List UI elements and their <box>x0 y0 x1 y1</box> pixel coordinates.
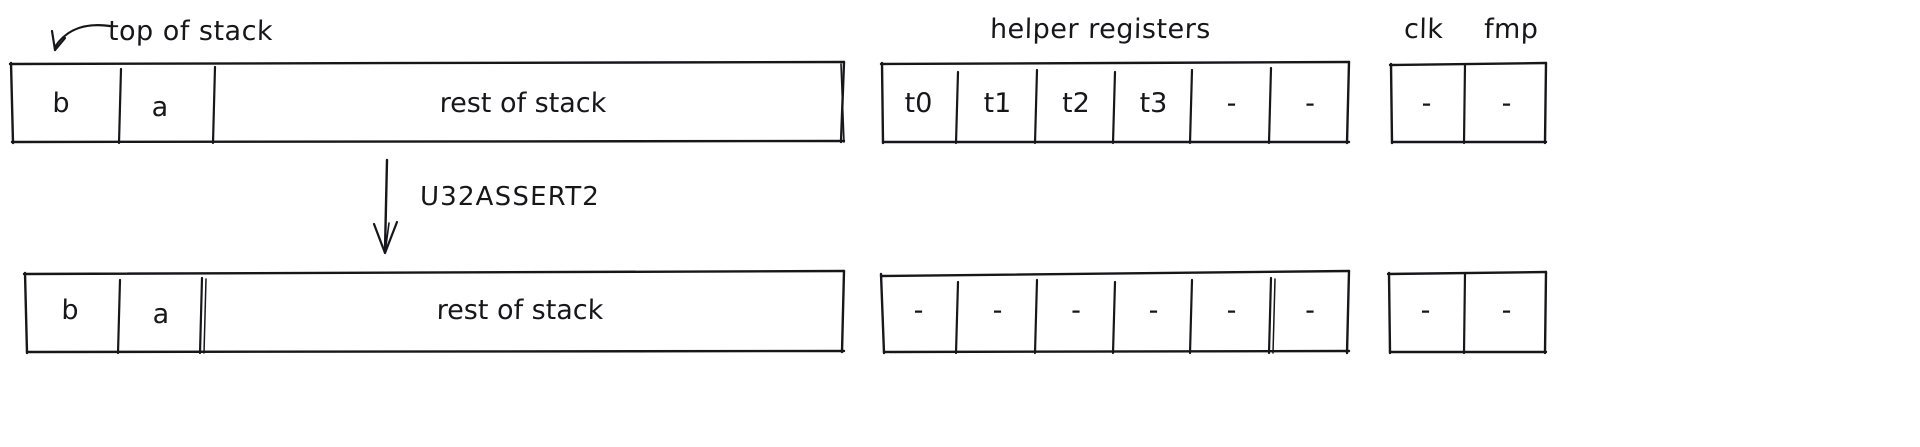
helper-registers-label: helper registers <box>989 14 1212 45</box>
top-of-stack-label: top of stack <box>107 16 274 47</box>
helper-cell-before-2: t2 <box>1061 88 1091 119</box>
fmp-cell-before: - <box>1501 88 1512 119</box>
fmp-cell-after: - <box>1501 295 1512 326</box>
clk-fmp-box-before <box>1388 60 1548 145</box>
helper-cell-after-0: - <box>913 295 924 326</box>
stack-remainder-before: rest of stack <box>439 88 607 119</box>
top-of-stack-pointer-arrow-icon <box>36 20 126 65</box>
stack-box-before <box>8 60 846 145</box>
stack-box-after <box>22 268 846 355</box>
helper-cell-after-3: - <box>1148 295 1159 326</box>
helper-registers-box-after <box>879 268 1351 355</box>
stack-cell-before-1: a <box>151 92 169 123</box>
stack-cell-after-0: b <box>61 295 79 326</box>
clk-label: clk <box>1403 14 1444 45</box>
clk-fmp-box-after <box>1386 268 1548 355</box>
helper-registers-box-before <box>879 60 1351 145</box>
stack-remainder-after: rest of stack <box>436 295 604 326</box>
clk-cell-before: - <box>1421 88 1432 119</box>
helper-cell-after-5: - <box>1304 295 1316 326</box>
clk-cell-after: - <box>1420 295 1431 326</box>
helper-cell-before-3: t3 <box>1139 88 1168 119</box>
fmp-label: fmp <box>1483 14 1539 45</box>
helper-cell-before-5: - <box>1304 88 1316 119</box>
transition-arrow-icon <box>372 158 412 260</box>
helper-cell-before-0: t0 <box>904 88 933 119</box>
helper-cell-after-2: - <box>1070 295 1082 326</box>
stack-cell-before-0: b <box>52 88 70 119</box>
helper-cell-after-4: - <box>1226 295 1237 326</box>
helper-cell-before-1: t1 <box>983 88 1012 119</box>
helper-cell-before-4: - <box>1226 88 1237 119</box>
operation-label: U32ASSERT2 <box>419 182 601 212</box>
helper-cell-after-1: - <box>992 295 1003 326</box>
stack-cell-after-1: a <box>152 299 170 330</box>
